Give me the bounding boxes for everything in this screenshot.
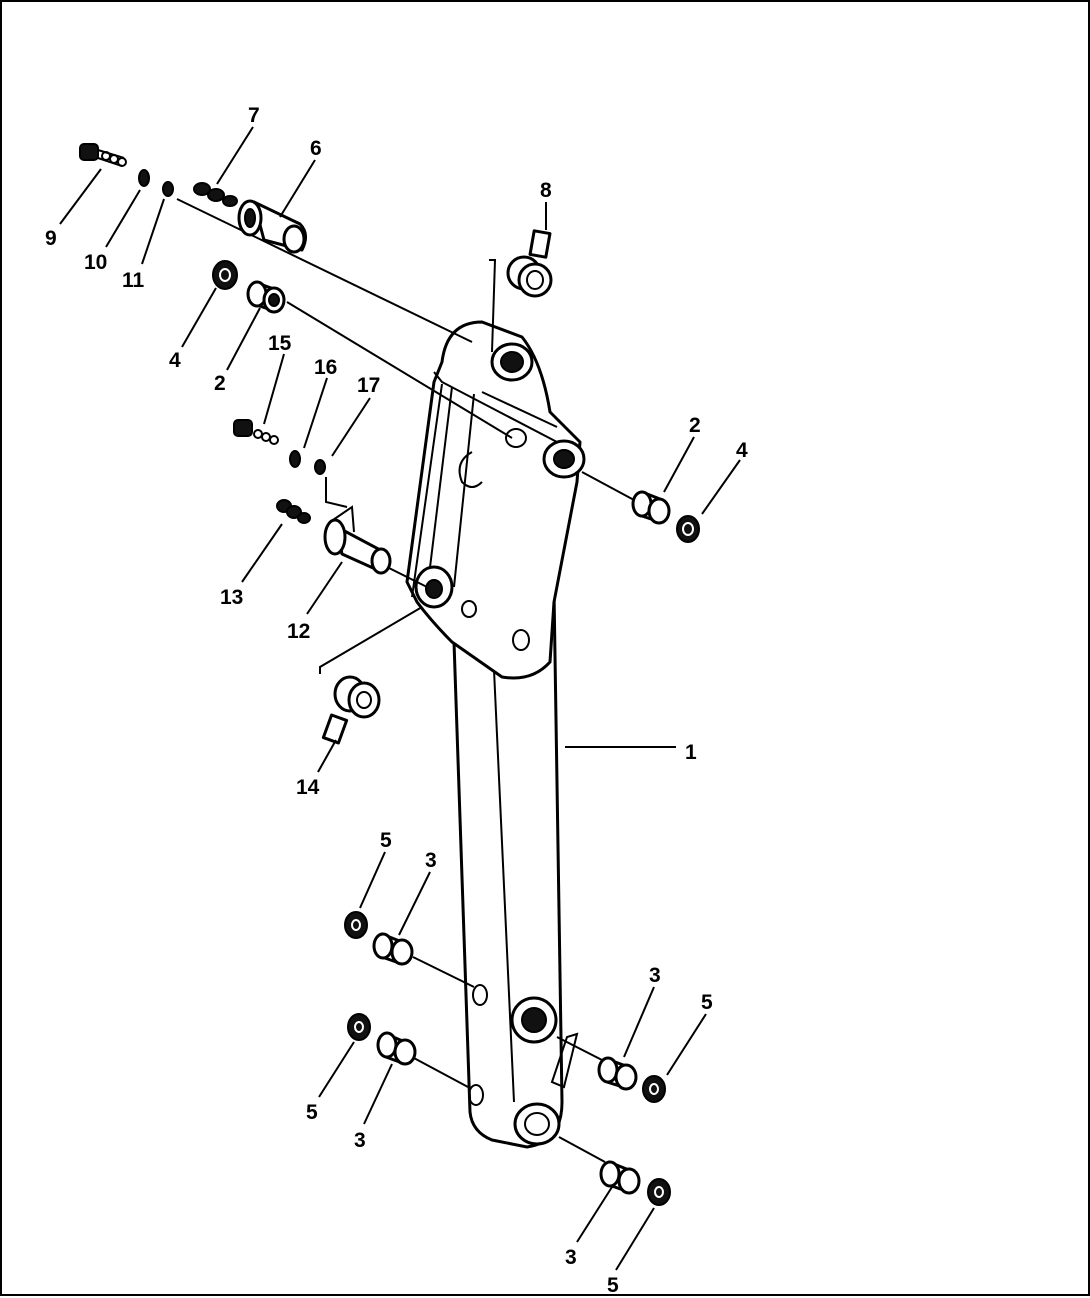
callout-6: 6 bbox=[310, 137, 322, 160]
seal-4-right bbox=[676, 515, 700, 543]
seal-4-left bbox=[212, 260, 238, 290]
fitting-13 bbox=[276, 499, 311, 524]
callout-2: 2 bbox=[214, 372, 226, 395]
leader-lines bbox=[59, 126, 741, 1271]
callout-8: 8 bbox=[540, 179, 552, 202]
callout-5: 5 bbox=[607, 1274, 619, 1297]
callout-7: 7 bbox=[248, 104, 260, 127]
callout-3: 3 bbox=[649, 964, 661, 987]
callout-1: 1 bbox=[685, 741, 697, 764]
callout-12: 12 bbox=[287, 620, 310, 643]
callout-5: 5 bbox=[380, 829, 392, 852]
pin-12 bbox=[323, 505, 392, 575]
arm-body bbox=[405, 320, 586, 1149]
callout-15: 15 bbox=[268, 332, 292, 355]
callout-3: 3 bbox=[425, 849, 437, 872]
seal-5-d bbox=[647, 1178, 671, 1206]
callout-9: 9 bbox=[45, 227, 57, 250]
callout-13: 13 bbox=[220, 586, 243, 609]
callout-3: 3 bbox=[565, 1246, 577, 1269]
bushing-3-c bbox=[597, 1056, 638, 1091]
pin-6 bbox=[237, 199, 307, 254]
callout-4: 4 bbox=[736, 439, 748, 462]
washer-17 bbox=[314, 459, 326, 475]
callout-4: 4 bbox=[169, 349, 181, 372]
bolt-9 bbox=[79, 143, 127, 167]
callout-2: 2 bbox=[689, 414, 701, 437]
bushing-2-right bbox=[631, 490, 671, 525]
washer-16 bbox=[289, 450, 301, 468]
seal-5-b bbox=[347, 1013, 371, 1041]
callout-11: 11 bbox=[122, 269, 145, 292]
bushing-3-b bbox=[376, 1031, 417, 1066]
callout-5: 5 bbox=[306, 1101, 318, 1124]
callout-16: 16 bbox=[314, 356, 337, 379]
callout-14: 14 bbox=[296, 776, 320, 799]
callout-5: 5 bbox=[701, 991, 713, 1014]
assembly-lines bbox=[176, 198, 635, 1163]
bushing-2-left bbox=[246, 280, 286, 314]
plate-14 bbox=[321, 675, 381, 745]
callout-17: 17 bbox=[357, 374, 380, 397]
seal-5-a bbox=[344, 911, 368, 939]
callout-3: 3 bbox=[354, 1129, 366, 1152]
fitting-7 bbox=[193, 182, 238, 207]
bolt-15 bbox=[233, 419, 279, 445]
bushing-3-a bbox=[372, 932, 414, 966]
plate-8 bbox=[506, 229, 553, 298]
callout-10: 10 bbox=[84, 251, 107, 274]
seal-5-c bbox=[642, 1075, 666, 1103]
washer-10 bbox=[138, 169, 150, 187]
callouts: 1 2 2 3 3 3 3 4 4 5 5 5 5 6 7 8 9 10 11 … bbox=[45, 104, 748, 1297]
bushing-3-d bbox=[599, 1160, 641, 1195]
washer-11 bbox=[162, 181, 174, 197]
